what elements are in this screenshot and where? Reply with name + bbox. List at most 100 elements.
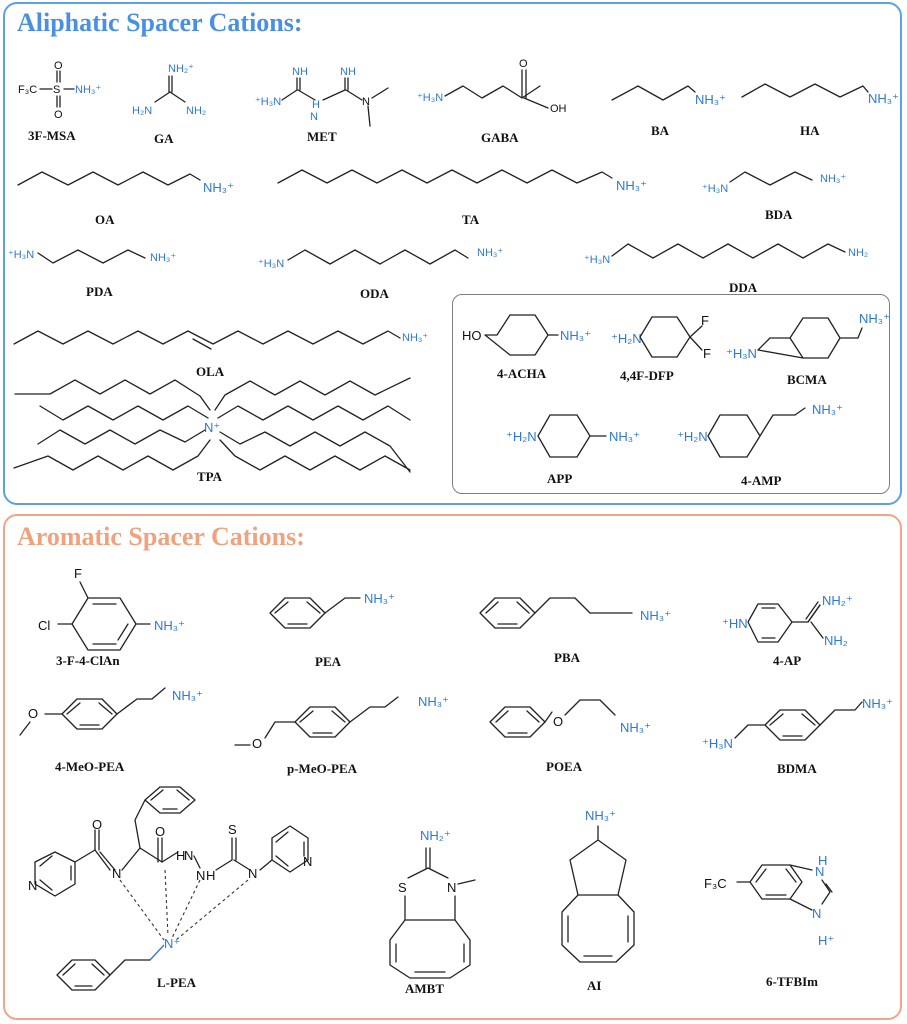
atom-n: N [303,854,312,869]
atom-o: O [252,736,262,751]
label-ga: GA [154,131,174,146]
label-4-ap: 4-AP [773,653,801,668]
molecule-bdma: ⁺H₃N NH₃⁺ BDMA [702,696,893,776]
atom-nh2: NH₂ [848,247,868,259]
atom-nh3p: NH₃⁺ [609,429,640,444]
molecule-oa: NH₃⁺ OA [17,171,234,227]
label-bdma: BDMA [777,761,817,776]
atom-n: N [196,868,205,883]
molecule-pea: NH₃⁺ PEA [269,591,395,669]
molecule-ga: NH₂⁺ H₂N NH₂ GA [132,63,206,146]
cyclic-amine-subgroup-box [452,294,890,494]
label-4-meo-pea: 4-MeO-PEA [55,759,125,774]
atom-nh3p: NH₃⁺ [154,618,185,633]
atom-nh3p: NH₃⁺ [560,328,591,343]
atom-nh3p: NH₃⁺ [859,311,890,326]
atom-o: O [155,824,165,839]
atom-o: O [54,60,63,72]
atom-n: N [248,866,257,881]
atom-nh3p: NH₃⁺ [695,92,726,107]
label-oa: OA [95,212,115,227]
atom-nh3p: NH₃⁺ [616,178,647,193]
atom-o: O [519,58,528,70]
molecule-ba: NH₃⁺ BA [611,85,726,138]
atom-h3np: ⁺H₃N [584,254,610,266]
molecule-44f-dfp: ⁺H₂N F F 4,4F-DFP [611,313,711,383]
label-ta: TA [462,212,480,227]
molecule-bcma: ⁺H₃N NH₃⁺ BCMA [726,311,890,387]
label-ba: BA [651,123,670,138]
label-poea: POEA [546,759,583,774]
label-p-meo-pea: p-MeO-PEA [287,761,358,776]
molecule-gaba: ⁺H₃N O OH GABA [417,58,567,145]
label-tpa: TPA [197,469,223,484]
atom-h3np: ⁺H₃N [417,92,443,104]
molecule-4-ap: ⁺HN NH₂⁺ NH₂ 4-AP [722,593,853,668]
molecule-4-amp: ⁺H₂N NH₃⁺ 4-AMP [677,402,843,488]
atom-n: H [312,99,320,111]
molecule-tpa: N⁺ TPA [13,377,411,484]
aromatic-panel: Aromatic Spacer Cations: [3,514,902,1020]
atom-np: N⁺ [164,936,180,951]
atom-n: N [310,111,318,123]
atom-nh3p: NH₃⁺ [477,247,503,259]
atom-hnp: ⁺HN [722,616,748,631]
atom-h: H [818,853,827,868]
atom-nh: N [815,864,824,879]
atom-nh3p: NH₃⁺ [620,720,651,735]
atom-f: F [703,346,711,361]
atom-h3np: ⁺H₃N [255,96,281,108]
atom-nh3p: NH₃⁺ [418,694,449,709]
molecule-dda: ⁺H₃N NH₂ DDA [584,243,868,295]
molecule-l-pea: N O H N N H S N N O N N⁺ L-PEA [28,786,312,991]
atom-nh: NH [340,66,356,78]
molecule-ta: NH₃⁺ TA [277,169,647,227]
atom-nh3p: NH₃⁺ [862,696,893,711]
atom-f3c: F₃C [18,84,37,96]
atom-o: O [92,817,102,832]
molecule-met: ⁺H₃N NH H N NH N MET [255,66,389,144]
atom-o: O [54,109,63,121]
atom-nh2: NH₂ [824,633,848,648]
molecule-4-acha: HO NH₃⁺ 4-ACHA [462,314,591,381]
label-met: MET [307,129,337,144]
atom-h2np: ⁺H₂N [506,429,537,444]
atom-h3np: ⁺H₃N [702,183,728,195]
label-bcma: BCMA [787,372,827,387]
label-ai: AI [587,978,601,993]
molecule-ha: NH₃⁺ HA [741,83,899,138]
label-ambt: AMBT [405,981,444,996]
atom-n: N [447,880,456,895]
label-pba: PBA [554,650,581,665]
atom-nh3p: NH₃⁺ [640,608,671,623]
atom-cl: Cl [38,618,50,633]
atom-oh: OH [550,103,567,115]
molecule-3-f-4-clan: F Cl NH₃⁺ 3-F-4-ClAn [38,566,185,668]
atom-nh2: NH₂ [186,105,206,117]
atom-h3np: ⁺H₃N [258,258,284,270]
molecule-oda: ⁺H₃N NH₃⁺ ODA [258,247,503,301]
atom-s: S [228,822,237,837]
molecule-ai: NH₃⁺ AI [561,808,635,993]
aromatic-title: Aromatic Spacer Cations: [17,522,305,551]
label-6-tfbim: 6-TFBIm [766,974,818,989]
molecule-pda: ⁺H₃N NH₃⁺ PDA [8,249,176,299]
atom-nh2p: NH₂⁺ [822,593,853,608]
atom-n: N [362,96,370,108]
atom-n: N [28,878,37,893]
atom-s: S [53,84,60,96]
atom-h: H [206,868,215,883]
atom-nh3p: NH₃⁺ [812,402,843,417]
label-3f-msa: 3F-MSA [28,128,76,143]
atom-nh: NH [292,66,308,78]
atom-f: F [701,313,709,328]
molecule-pba: NH₃⁺ PBA [479,597,671,665]
label-oda: ODA [360,286,390,301]
atom-h3np: ⁺H₃N [702,736,733,751]
atom-h2np: ⁺H₂N [677,429,708,444]
label-4-amp: 4-AMP [741,473,781,488]
label-l-pea: L-PEA [157,975,197,990]
atom-s: S [398,880,407,895]
atom-nh2p: NH₂⁺ [420,828,451,843]
